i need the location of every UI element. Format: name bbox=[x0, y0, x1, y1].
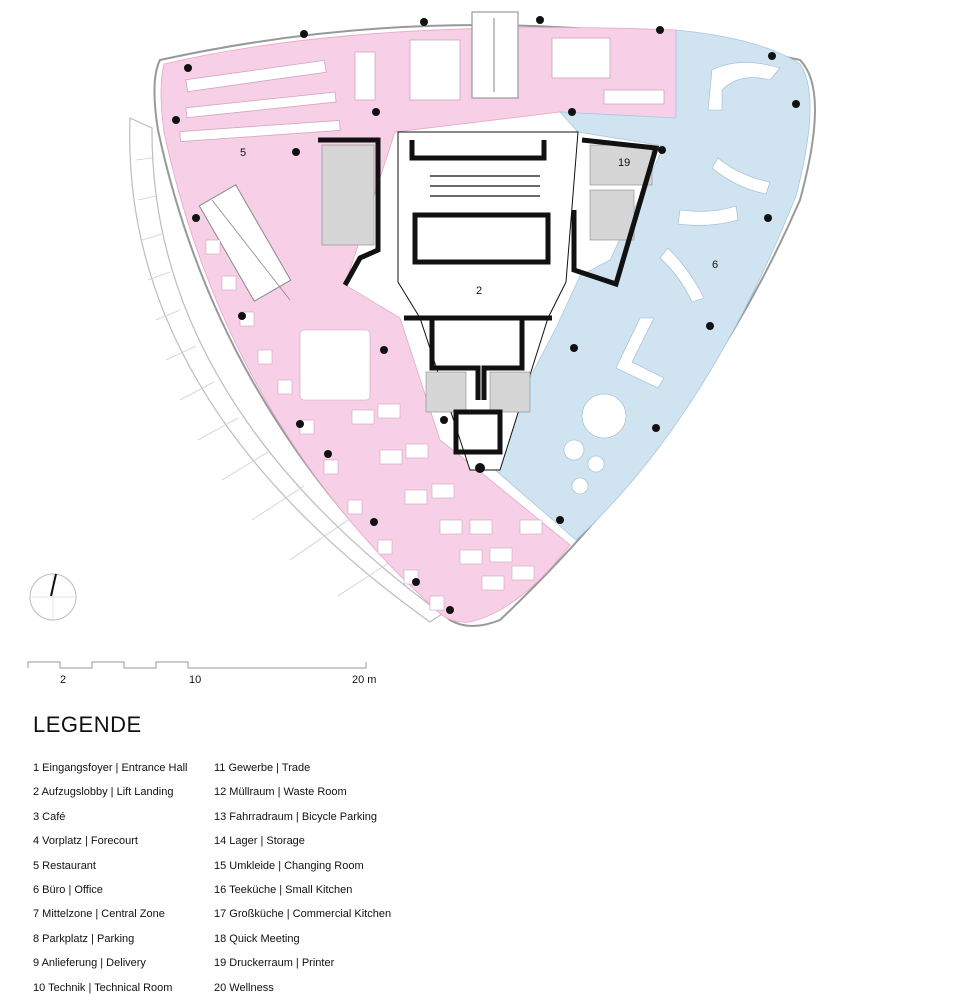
legend-item: 16 Teeküche | Small Kitchen bbox=[214, 883, 353, 896]
legend-item: 6 Büro | Office bbox=[33, 883, 103, 896]
legend-item: 17 Großküche | Commercial Kitchen bbox=[214, 908, 392, 921]
legend-item: 15 Umkleide | Changing Room bbox=[214, 859, 364, 872]
legend-item: 13 Fahrradraum | Bicycle Parking bbox=[214, 810, 378, 823]
legend-item: 11 Gewerbe | Trade bbox=[214, 762, 311, 774]
stair-core bbox=[430, 11, 540, 197]
scale-bar bbox=[27, 661, 367, 669]
scale-label-10: 10 bbox=[189, 674, 201, 686]
legend-item: 9 Anlieferung | Delivery bbox=[33, 957, 146, 970]
scale-label-2: 2 bbox=[60, 674, 66, 686]
room-label-restaurant: 5 bbox=[240, 147, 246, 159]
room-label-office: 6 bbox=[712, 259, 718, 271]
floor-plan: 5 6 2 19 2 10 20 m bbox=[27, 11, 816, 686]
legend-item: 2 Aufzugslobby | Lift Landing bbox=[33, 786, 174, 799]
legend-item: 5 Restaurant bbox=[33, 859, 96, 872]
service-areas bbox=[321, 144, 653, 413]
legend-item: 19 Druckerraum | Printer bbox=[214, 957, 335, 970]
core-walls bbox=[318, 137, 660, 455]
legend-title: LEGENDE bbox=[33, 712, 142, 737]
legend-item: 20 Wellness bbox=[214, 981, 274, 994]
legend-item: 12 Müllraum | Waste Room bbox=[214, 786, 347, 799]
north-arrow-icon bbox=[29, 573, 77, 621]
office-desks bbox=[563, 62, 781, 495]
legend-item: 4 Vorplatz | Forecourt bbox=[33, 835, 138, 848]
legend-item: 1 Eingangsfoyer | Entrance Hall bbox=[33, 762, 188, 774]
legend-item: 18 Quick Meeting bbox=[214, 932, 300, 945]
structural-columns bbox=[172, 16, 800, 614]
legend-column-1: 1 Eingangsfoyer | Entrance Hall 2 Aufzug… bbox=[33, 758, 188, 1002]
legend-item: 8 Parkplatz | Parking bbox=[33, 932, 135, 945]
legend-item: 14 Lager | Storage bbox=[214, 835, 305, 848]
legend-item: 3 Café bbox=[33, 810, 66, 823]
stair-restaurant bbox=[198, 184, 292, 302]
legend-column-2: 11 Gewerbe | Trade 12 Müllraum | Waste R… bbox=[214, 758, 391, 1002]
room-label-printer: 19 bbox=[618, 157, 630, 169]
room-label-lift: 2 bbox=[476, 285, 482, 297]
kitchen-counters bbox=[179, 37, 665, 142]
zone-office bbox=[485, 29, 811, 541]
facade-canopy bbox=[129, 117, 444, 623]
restaurant-tables bbox=[205, 239, 543, 611]
zone-restaurant bbox=[160, 27, 677, 623]
scale-label-20m: 20 m bbox=[352, 674, 376, 686]
legend-item: 10 Technik | Technical Room bbox=[33, 981, 173, 994]
legend-item: 7 Mittelzone | Central Zone bbox=[33, 908, 165, 921]
